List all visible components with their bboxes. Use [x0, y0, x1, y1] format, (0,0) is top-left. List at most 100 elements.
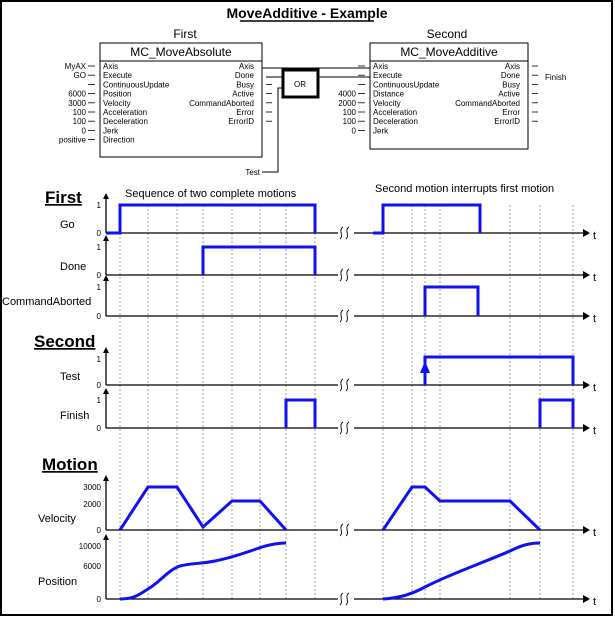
- input-pin-label: Axis: [373, 62, 388, 71]
- output-pin-label: Busy: [236, 80, 254, 89]
- input-pin-label: Jerk: [373, 126, 389, 135]
- velocity-waveform: [118, 485, 288, 532]
- axis-arrow-icon: [583, 526, 590, 534]
- input-value: 0: [352, 126, 357, 135]
- or-gate: [281, 68, 320, 99]
- test-label: Test: [60, 371, 80, 383]
- output-pin-label: Done: [501, 71, 521, 80]
- tick-label: 0: [97, 381, 102, 390]
- input-pin-label: Acceleration: [103, 108, 147, 117]
- tick-label: 0: [97, 229, 102, 238]
- tick-label: 1: [97, 396, 102, 405]
- output-pin-label: Error: [236, 108, 254, 117]
- time-label: t: [593, 596, 596, 608]
- break-gap: [338, 227, 354, 239]
- break-mark-icon: [339, 592, 350, 606]
- caption-right: Second motion interrupts first motion: [375, 183, 554, 195]
- axis-arrow-icon: [583, 424, 590, 432]
- second-block-name: MC_MoveAdditive: [400, 45, 498, 59]
- command_aborted-label: CommandAborted: [2, 296, 91, 308]
- input-pin-label: Distance: [373, 90, 405, 99]
- input-value: 4000: [338, 90, 356, 99]
- axis-arrow-icon: [583, 381, 590, 389]
- position-waveform: [119, 541, 287, 601]
- axis-arrow-icon: [583, 229, 590, 237]
- input-pin-label: Direction: [103, 136, 135, 145]
- section-first: First: [45, 188, 82, 207]
- time-label: t: [593, 313, 596, 325]
- go-waveform: [373, 203, 482, 235]
- axis-arrow-icon: [103, 235, 109, 241]
- tick-label: 0: [97, 271, 102, 280]
- output-pin-label: CommandAborted: [189, 99, 254, 108]
- axis-arrow-icon: [103, 275, 109, 281]
- input-pin-label: Position: [103, 90, 131, 99]
- test-wire: [262, 87, 283, 173]
- tick-label: 1: [97, 201, 102, 210]
- break-gap: [338, 310, 354, 322]
- tick-label: 10000: [79, 542, 102, 551]
- time-label: t: [593, 230, 596, 242]
- command_aborted-waveform: [423, 285, 480, 316]
- input-value: 0: [82, 126, 87, 135]
- input-value: 100: [73, 117, 87, 126]
- break-gap: [338, 524, 354, 536]
- velocity-waveform: [381, 485, 542, 532]
- input-value: 100: [73, 108, 87, 117]
- input-pin-label: Acceleration: [373, 108, 417, 117]
- second-block-label: Second: [427, 27, 468, 41]
- output-pin-label: ErrorID: [494, 117, 520, 126]
- finish-label: Finish: [60, 410, 89, 422]
- break-mark-icon: [339, 523, 350, 537]
- first-block-label: First: [173, 27, 197, 41]
- break-mark-icon: [339, 226, 350, 240]
- input-value: 100: [343, 108, 357, 117]
- output-pin-label: Axis: [239, 62, 254, 71]
- output-pin-label: Done: [235, 71, 255, 80]
- go-waveform: [106, 203, 317, 235]
- time-label: t: [593, 382, 596, 394]
- tick-label: 2000: [83, 500, 101, 509]
- tick-label: 0: [97, 312, 102, 321]
- input-pin-label: ContinuousUpdate: [373, 80, 440, 89]
- input-value: 2000: [338, 99, 356, 108]
- output-pin-label: CommandAborted: [455, 99, 520, 108]
- input-pin-label: Velocity: [103, 99, 131, 108]
- or-gate-label: OR: [294, 80, 306, 89]
- rising-edge-arrow-icon: [420, 361, 430, 373]
- axis-arrow-icon: [583, 271, 590, 279]
- time-label: t: [593, 272, 596, 284]
- break-gap: [338, 269, 354, 281]
- break-mark-icon: [339, 378, 350, 392]
- input-pin-label: Velocity: [373, 99, 401, 108]
- section-motion: Motion: [42, 455, 98, 474]
- time-label: t: [593, 527, 596, 539]
- input-value: positive: [59, 136, 87, 145]
- break-gap: [338, 422, 354, 434]
- input-pin-label: Deceleration: [373, 117, 418, 126]
- first-function-block: [99, 42, 263, 158]
- tick-label: 0: [97, 595, 102, 604]
- break-gap: [338, 593, 354, 605]
- break-gap: [338, 379, 354, 391]
- input-value: 3000: [68, 99, 86, 108]
- finish-waveform: [538, 398, 575, 428]
- position-waveform: [382, 541, 541, 601]
- input-pin-label: Execute: [373, 71, 402, 80]
- tick-label: 1: [97, 283, 102, 292]
- signal-rows: Got10Donet10CommandAbortedt10Testt10Fini…: [2, 193, 596, 608]
- velocity-label: Velocity: [38, 513, 76, 525]
- break-mark-icon: [339, 421, 350, 435]
- position-label: Position: [38, 576, 77, 588]
- input-pin-label: Execute: [103, 71, 132, 80]
- time-label: t: [593, 425, 596, 437]
